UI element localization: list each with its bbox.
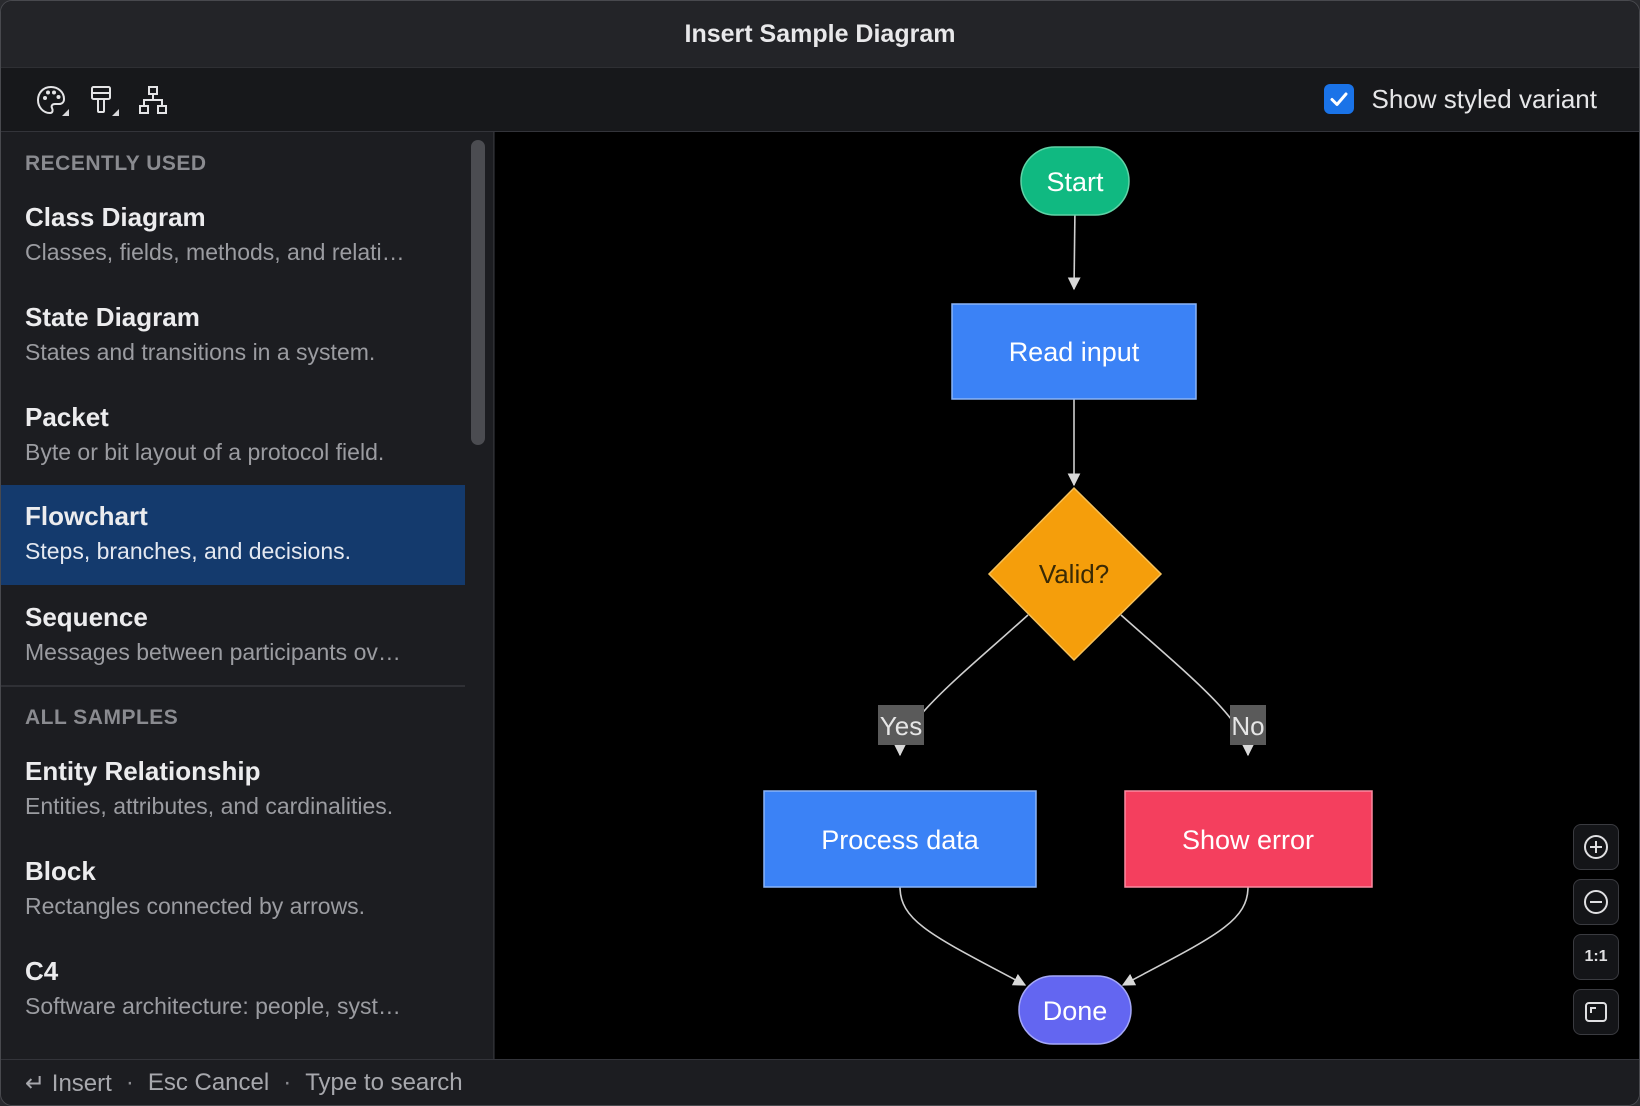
sample-item-name: Class Diagram (25, 202, 206, 232)
sample-item-flowchart[interactable]: Flowchart Steps, branches, and decisions… (1, 485, 465, 585)
hierarchy-icon (139, 86, 167, 114)
node-done-label: Done (1043, 996, 1108, 1026)
sample-item-description: States and transitions in a system. (25, 339, 376, 365)
flowchart-diagram: Yes No Start Read input Valid? Process d… (763, 146, 1373, 1045)
node-start-shape (1020, 146, 1130, 216)
yes-label-bg (878, 705, 924, 745)
dialog-title: Insert Sample Diagram (684, 19, 956, 48)
node-valid-shape (987, 486, 1163, 662)
separator: · (283, 1069, 292, 1096)
node-valid[interactable]: Valid? (987, 486, 1163, 662)
sample-list[interactable]: RECENTLY USED Class Diagram Classes, fie… (1, 132, 494, 1059)
sample-item-packet[interactable]: Packet Byte or bit layout of a protocol … (1, 386, 465, 484)
node-valid-label: Valid? (1039, 559, 1109, 589)
fit-to-view-button[interactable] (1573, 989, 1619, 1035)
edge-error-done (1121, 886, 1249, 986)
fit-icon (1585, 1002, 1607, 1022)
paint-brush-icon (91, 86, 111, 113)
zoom-out-icon (1584, 890, 1608, 914)
sample-item-description: Messages between participants ov… (25, 639, 401, 665)
sample-item-description: Steps, branches, and decisions. (25, 538, 352, 564)
sample-item-description: Byte or bit layout of a protocol field. (25, 439, 385, 465)
palette-icon (36, 85, 66, 115)
styled-variant-toggle[interactable]: Show styled variant (1323, 82, 1597, 116)
checkmark-icon (1330, 92, 1348, 106)
edge-valid-error (1120, 614, 1255, 757)
recently-used-heading: RECENTLY USED (25, 152, 207, 175)
no-label-bg (1230, 705, 1266, 745)
sample-item-description: Rectangles connected by arrows. (25, 893, 366, 919)
node-process-data-shape (763, 790, 1037, 888)
zoom-out-button[interactable] (1573, 879, 1619, 925)
node-done-shape (1018, 975, 1132, 1045)
layout-button[interactable] (131, 80, 175, 120)
zoom-in-icon (1584, 835, 1608, 859)
sample-item-block[interactable]: Block Rectangles connected by arrows. (1, 840, 465, 938)
sample-item-name: Sequence (25, 602, 148, 632)
edge-process-done (899, 886, 1027, 986)
sample-item-name: Entity Relationship (25, 756, 261, 786)
edge-start-read (1067, 206, 1081, 291)
style-button[interactable] (79, 80, 123, 120)
sample-item-entity-relationship[interactable]: Entity Relationship Entities, attributes… (1, 740, 465, 838)
diagram-preview[interactable]: Yes No Start Read input Valid? Process d… (495, 132, 1639, 1059)
sample-item-description: Software architecture: people, syst… (25, 993, 401, 1019)
insert-hint: ↵ Insert (25, 1069, 112, 1097)
sample-item-class-diagram[interactable]: Class Diagram Classes, fields, methods, … (1, 186, 465, 284)
zoom-reset-button[interactable]: 1:1 (1573, 934, 1619, 980)
cancel-hint: Esc Cancel (147, 1069, 270, 1096)
node-process-data[interactable]: Process data (763, 790, 1037, 888)
node-start[interactable]: Start (1020, 146, 1130, 216)
sample-item-name: Block (25, 856, 96, 886)
sample-item-sequence[interactable]: Sequence Messages between participants o… (1, 586, 465, 684)
styled-variant-label: Show styled variant (1371, 83, 1597, 114)
sample-item-name: Packet (25, 402, 109, 432)
styled-variant-checkbox[interactable] (1323, 84, 1354, 114)
sample-item-description: Classes, fields, methods, and relati… (25, 239, 405, 265)
sample-item-name: Flowchart (25, 501, 148, 531)
node-read-input[interactable]: Read input (951, 303, 1197, 400)
sidebar-scrollbar[interactable] (471, 140, 485, 445)
edge-label-no: No (1231, 711, 1264, 741)
section-divider (1, 685, 465, 687)
status-bar: ↵ Insert · Esc Cancel · Type to search (1, 1059, 1639, 1105)
node-process-data-label: Process data (821, 825, 980, 855)
node-start-label: Start (1046, 167, 1104, 197)
node-read-input-shape (951, 303, 1197, 400)
sample-item-name: State Diagram (25, 302, 200, 332)
sample-item-name: C4 (25, 956, 59, 986)
edge-label-yes: Yes (880, 711, 922, 741)
all-samples-heading: ALL SAMPLES (25, 706, 179, 729)
title-bar: Insert Sample Diagram (1, 1, 1639, 68)
node-done[interactable]: Done (1018, 975, 1132, 1045)
zoom-in-button[interactable] (1573, 824, 1619, 870)
theme-button[interactable] (29, 80, 73, 120)
node-show-error-shape (1124, 790, 1373, 888)
sample-item-state-diagram[interactable]: State Diagram States and transitions in … (1, 286, 465, 384)
toolbar: Show styled variant (1, 68, 1639, 132)
sample-item-c4[interactable]: C4 Software architecture: people, syst… (1, 940, 465, 1038)
separator: · (125, 1069, 134, 1096)
node-read-input-label: Read input (1009, 337, 1140, 367)
search-hint: Type to search (305, 1069, 463, 1096)
node-show-error[interactable]: Show error (1124, 790, 1373, 888)
node-show-error-label: Show error (1182, 825, 1314, 855)
sample-item-description: Entities, attributes, and cardinalities. (25, 793, 394, 819)
